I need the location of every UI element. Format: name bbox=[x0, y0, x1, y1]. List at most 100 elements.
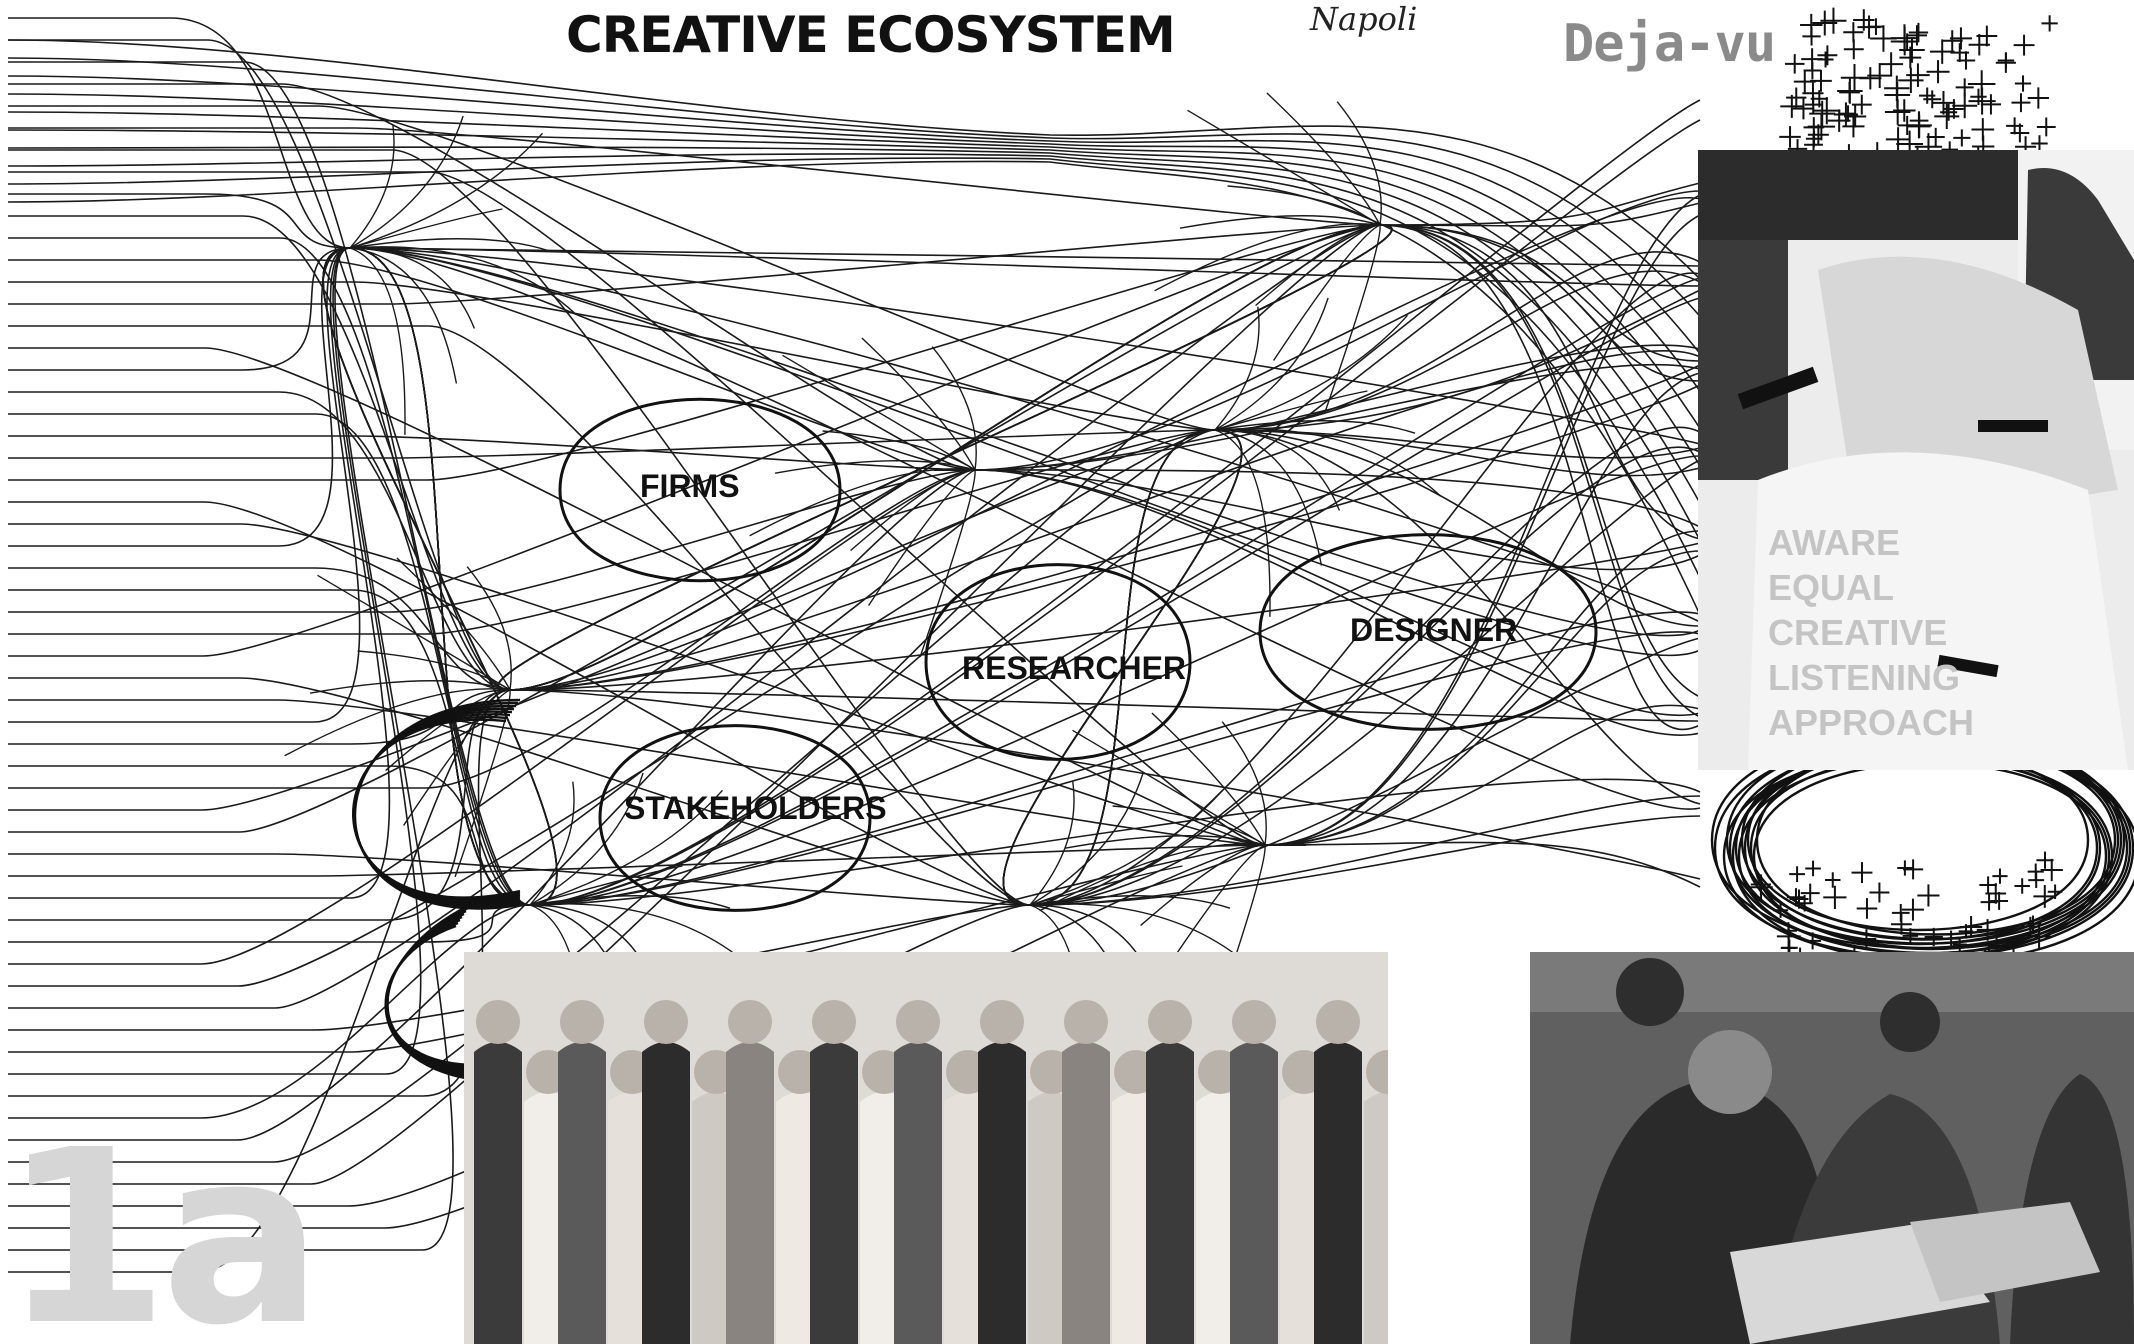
flow-line bbox=[7, 160, 1721, 661]
cross-mark bbox=[1926, 127, 1945, 146]
cross-mark bbox=[1884, 99, 1911, 125]
person-figure bbox=[1062, 1042, 1110, 1344]
cross-mark bbox=[1851, 94, 1872, 115]
person-head bbox=[728, 1000, 772, 1044]
hub-curve bbox=[774, 460, 976, 474]
cross-mark bbox=[1902, 928, 1919, 944]
cross-mark bbox=[1853, 9, 1875, 31]
hub-curve bbox=[1187, 109, 1381, 226]
node-designer: DESIGNER bbox=[1350, 612, 1518, 648]
cross-mark bbox=[1898, 67, 1924, 94]
flow-line bbox=[7, 57, 1721, 341]
cross-mark bbox=[2047, 884, 2063, 900]
person-head bbox=[1316, 1000, 1360, 1044]
cross-mark bbox=[1856, 929, 1877, 949]
person-head bbox=[1148, 1000, 1192, 1044]
flow-line bbox=[7, 146, 1721, 541]
flow-line bbox=[7, 157, 1721, 621]
hub-curve bbox=[529, 772, 644, 906]
hub-curve bbox=[349, 246, 576, 315]
hub-curve bbox=[403, 689, 511, 826]
hub-curve bbox=[529, 789, 724, 906]
cross-mark bbox=[1813, 97, 1841, 125]
cross-mark bbox=[1773, 902, 1789, 918]
cross-mark bbox=[1934, 103, 1960, 129]
cross-mark bbox=[1995, 52, 2016, 73]
hub-curve bbox=[861, 337, 976, 471]
figure-label: 1a bbox=[2, 1098, 323, 1344]
cross-mark bbox=[1749, 875, 1773, 900]
napoli-signature: Napoli bbox=[1310, 0, 1418, 38]
firms-bubble bbox=[558, 397, 842, 583]
stakeholders-bubble bbox=[598, 724, 872, 912]
cross-mark bbox=[1968, 87, 1996, 115]
flow-line bbox=[7, 93, 1721, 421]
hub-curve bbox=[1214, 297, 1329, 431]
cross-mark bbox=[1992, 868, 2008, 884]
person-figure bbox=[1230, 1042, 1278, 1344]
cross-mark bbox=[1976, 919, 1999, 941]
cross-mark bbox=[1941, 30, 1963, 52]
hub-curve bbox=[454, 689, 511, 878]
cross-mark bbox=[1899, 46, 1922, 69]
cross-mark bbox=[1867, 63, 1893, 89]
workshop-participants-photo bbox=[1530, 952, 2134, 1344]
hub-curve bbox=[1214, 429, 1271, 617]
hub-curve bbox=[317, 574, 511, 691]
scribble-loop bbox=[352, 718, 521, 899]
hub-curve bbox=[396, 557, 511, 691]
cross-mark bbox=[1952, 93, 1978, 119]
value-word: LISTENING bbox=[1768, 657, 1961, 698]
cross-mark bbox=[1851, 862, 1873, 884]
hub-curve bbox=[466, 566, 512, 691]
workshop-table-photo: AWARE EQUAL CREATIVE LISTENING APPROACH bbox=[1698, 150, 2134, 770]
cross-mark bbox=[2028, 872, 2045, 889]
scribble-loop bbox=[384, 924, 471, 1081]
cross-mark bbox=[2020, 916, 2040, 937]
hub-curve bbox=[357, 650, 511, 691]
value-word: EQUAL bbox=[1768, 567, 1894, 608]
cross-mark bbox=[1843, 22, 1864, 43]
hub-curve bbox=[1029, 865, 1183, 906]
cross-mark bbox=[1924, 927, 1943, 947]
cross-mark bbox=[1800, 883, 1820, 903]
cross-mark bbox=[2031, 135, 2048, 152]
cross-mark bbox=[1789, 866, 1805, 883]
cross-mark bbox=[1784, 54, 1805, 74]
node-researcher: RESEARCHER bbox=[962, 650, 1187, 686]
cross-mark bbox=[2024, 915, 2042, 932]
deja-vu-logo: Deja-vu bbox=[1563, 14, 1776, 74]
hub-curve bbox=[1324, 224, 1381, 413]
cross-mark bbox=[1802, 27, 1821, 46]
flow-line bbox=[7, 111, 1721, 461]
cross-mark bbox=[1908, 22, 1929, 43]
flow-line bbox=[7, 129, 1721, 501]
person-head bbox=[560, 1000, 604, 1044]
cross-mark bbox=[1980, 893, 1998, 911]
hub-curve bbox=[1140, 844, 1266, 927]
hub-curve bbox=[1214, 429, 1323, 566]
cross-mark bbox=[1949, 27, 1972, 50]
hub-curve bbox=[1154, 223, 1381, 292]
cross-mark bbox=[1839, 82, 1860, 103]
cross-mark bbox=[2041, 15, 2058, 32]
hub-curve bbox=[1227, 185, 1381, 226]
flow-line bbox=[8, 247, 1701, 1119]
cross-mark bbox=[1956, 51, 1976, 70]
cross-mark bbox=[1840, 64, 1869, 92]
person-head bbox=[812, 1000, 856, 1044]
hub-curve bbox=[284, 688, 511, 757]
cross-mark bbox=[1891, 913, 1912, 935]
hub-curve bbox=[1151, 712, 1266, 846]
flow-line bbox=[8, 196, 1701, 1185]
flow-line bbox=[8, 469, 1701, 1141]
cross-mark bbox=[1970, 88, 1987, 105]
flow-line bbox=[7, 39, 1721, 301]
hub-curve bbox=[1112, 805, 1266, 846]
hub-curve bbox=[1214, 314, 1409, 431]
hub-curve bbox=[782, 354, 976, 471]
person-figure bbox=[1146, 1042, 1194, 1344]
cross-mark bbox=[1792, 97, 1815, 120]
cross-mark bbox=[1805, 860, 1821, 877]
